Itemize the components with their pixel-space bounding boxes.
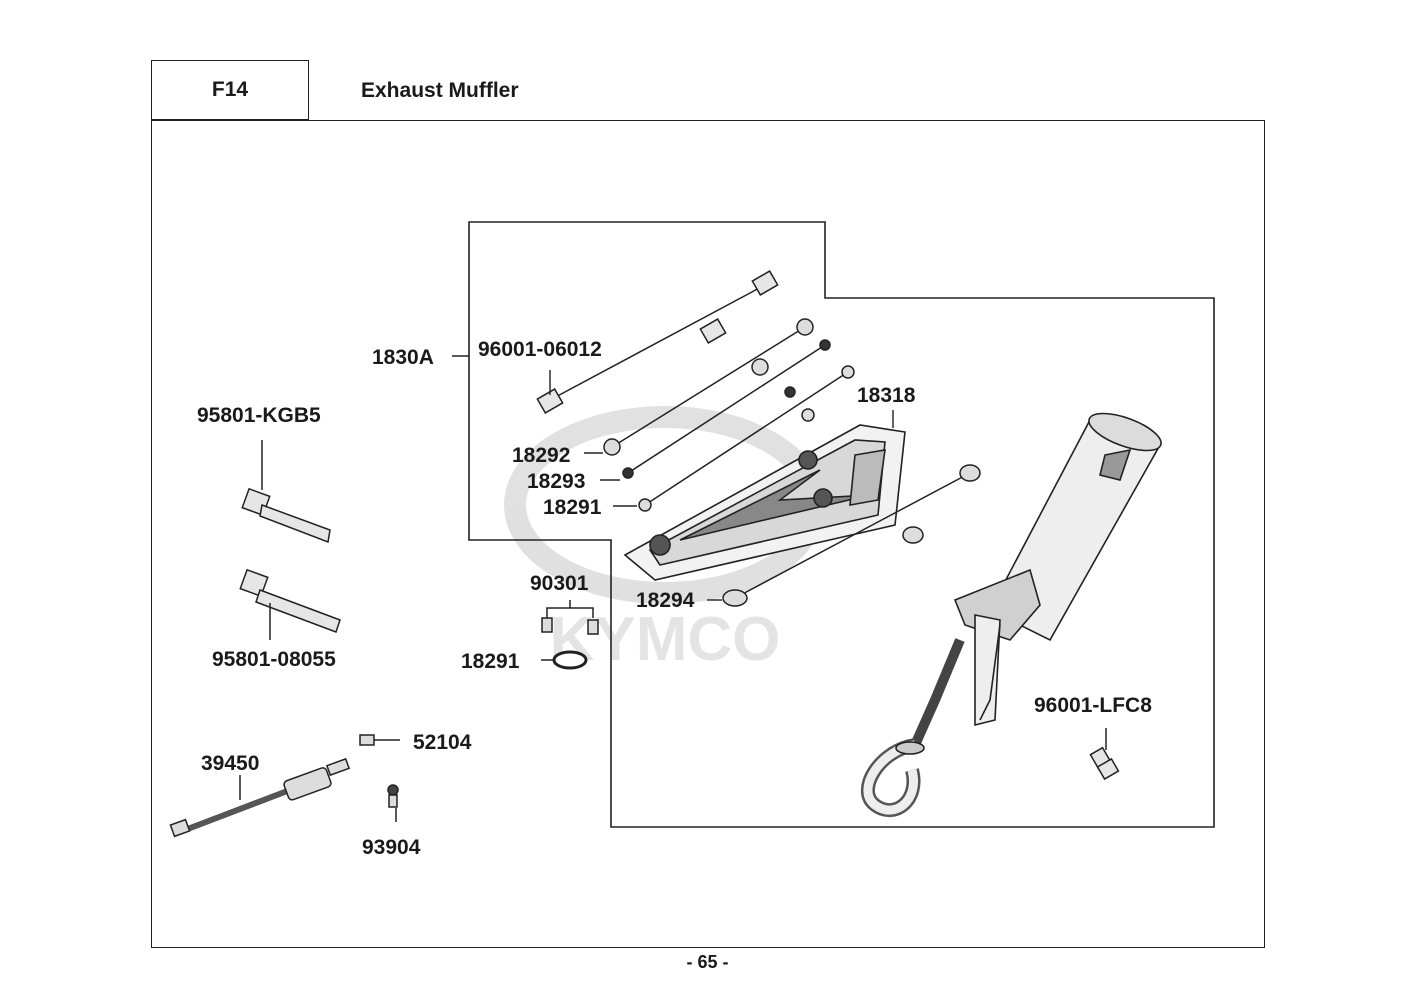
clips-gasket — [541, 600, 599, 670]
label-18291-upper: 18291 — [543, 496, 602, 519]
label-18291-lower: 18291 — [461, 650, 520, 673]
label-52104: 52104 — [413, 731, 472, 754]
label-96001-06012: 96001-06012 — [478, 338, 602, 361]
section-title: Exhaust Muffler — [361, 78, 519, 102]
small-fasteners — [359, 734, 400, 822]
label-90301: 90301 — [530, 572, 589, 595]
flange-bolts — [536, 270, 779, 414]
label-1830A: 1830A — [372, 346, 434, 369]
label-18292: 18292 — [512, 444, 570, 467]
label-39450: 39450 — [201, 752, 259, 775]
label-95801-08055: 95801-08055 — [212, 648, 336, 671]
label-96001-LFC8: 96001-LFC8 — [1034, 694, 1152, 717]
muffler — [860, 412, 1162, 817]
label-18293: 18293 — [527, 470, 585, 493]
label-95801-KGB5: 95801-KGB5 — [197, 404, 321, 427]
section-code: F14 — [151, 60, 309, 120]
washers-nuts — [603, 318, 981, 607]
section-code-text: F14 — [211, 78, 249, 101]
label-18294: 18294 — [636, 589, 695, 612]
watermark-text: KYMCO — [550, 605, 781, 674]
heat-shield — [623, 424, 906, 581]
assembly-boundary — [468, 221, 1215, 828]
label-18318: 18318 — [857, 384, 916, 407]
diagram-frame — [151, 120, 1265, 948]
page-number: - 65 - — [686, 952, 729, 972]
callout-leaders — [549, 370, 894, 601]
long-bolts — [239, 440, 341, 640]
label-93904: 93904 — [362, 836, 421, 859]
bolt-lfc8 — [1089, 728, 1120, 781]
o2-sensor — [169, 757, 351, 838]
